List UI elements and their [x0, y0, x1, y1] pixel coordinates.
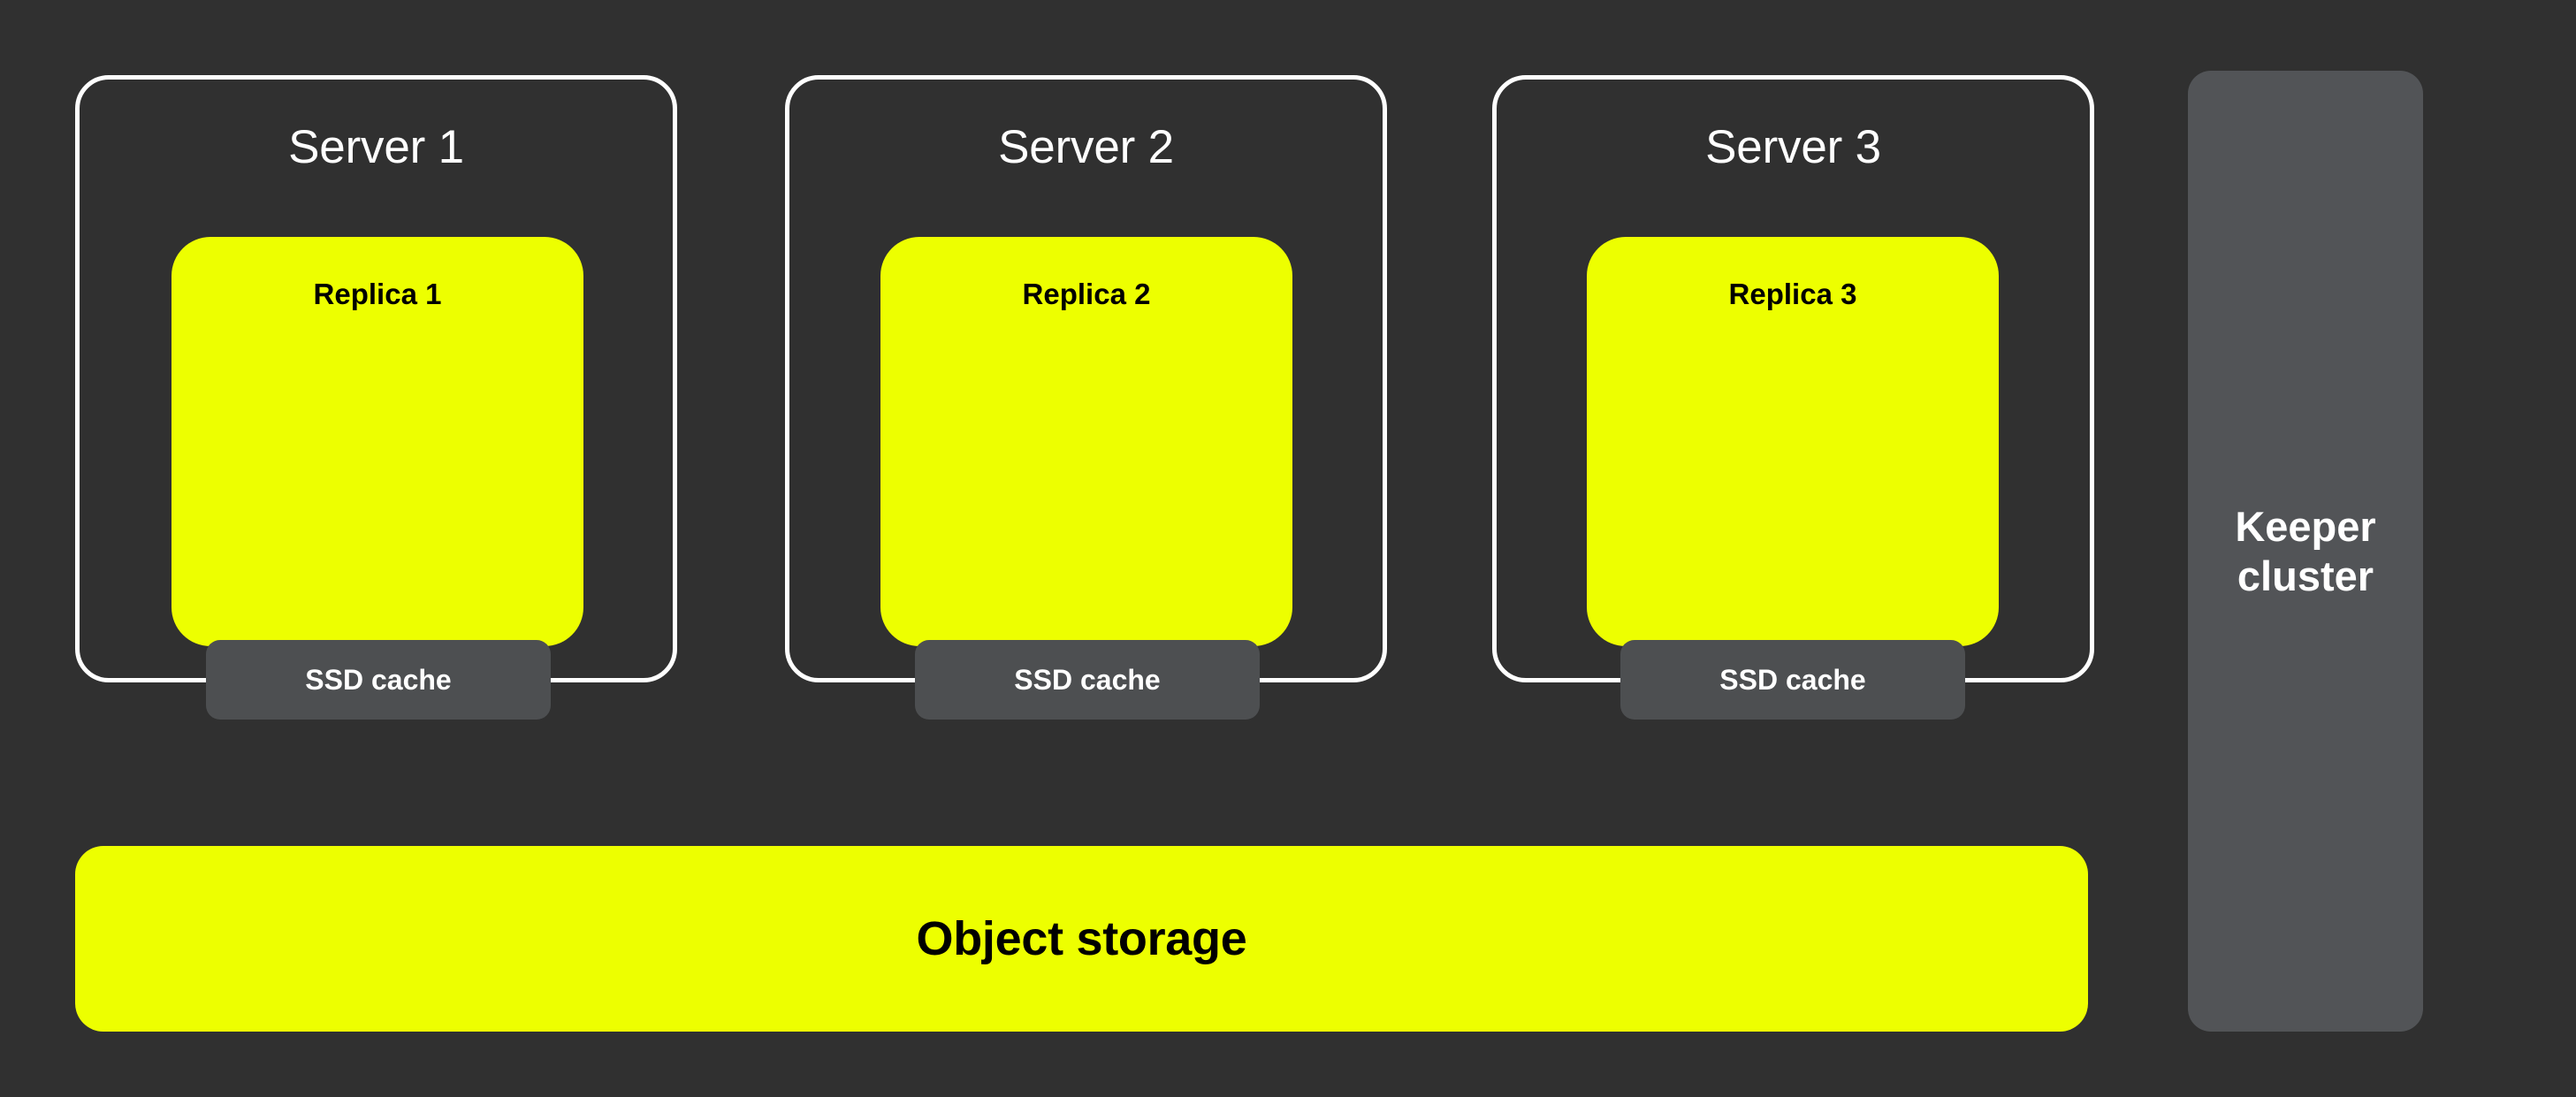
- ssd-cache-chip-3: SSD cache: [1620, 640, 1965, 720]
- object-storage-label: Object storage: [916, 912, 1247, 965]
- ssd-cache-label-2: SSD cache: [1014, 664, 1161, 696]
- replica-label-2: Replica 2: [1022, 278, 1151, 310]
- replica-label-3: Replica 3: [1728, 278, 1857, 310]
- ssd-cache-chip-1: SSD cache: [206, 640, 551, 720]
- server-title-2: Server 2: [998, 121, 1174, 173]
- replica-block-2: Replica 2: [880, 237, 1292, 646]
- replica-label-1: Replica 1: [313, 278, 442, 310]
- keeper-cluster-label: Keeper cluster: [2235, 503, 2376, 599]
- keeper-cluster-panel: Keeper cluster: [2188, 71, 2423, 1032]
- ssd-cache-label-3: SSD cache: [1719, 664, 1866, 696]
- server-title-3: Server 3: [1705, 121, 1881, 173]
- object-storage-block: Object storage: [75, 846, 2088, 1032]
- ssd-cache-chip-2: SSD cache: [915, 640, 1260, 720]
- replica-block-1: Replica 1: [171, 237, 583, 646]
- ssd-cache-label-1: SSD cache: [305, 664, 452, 696]
- server-title-1: Server 1: [288, 121, 464, 173]
- replica-block-3: Replica 3: [1587, 237, 1999, 646]
